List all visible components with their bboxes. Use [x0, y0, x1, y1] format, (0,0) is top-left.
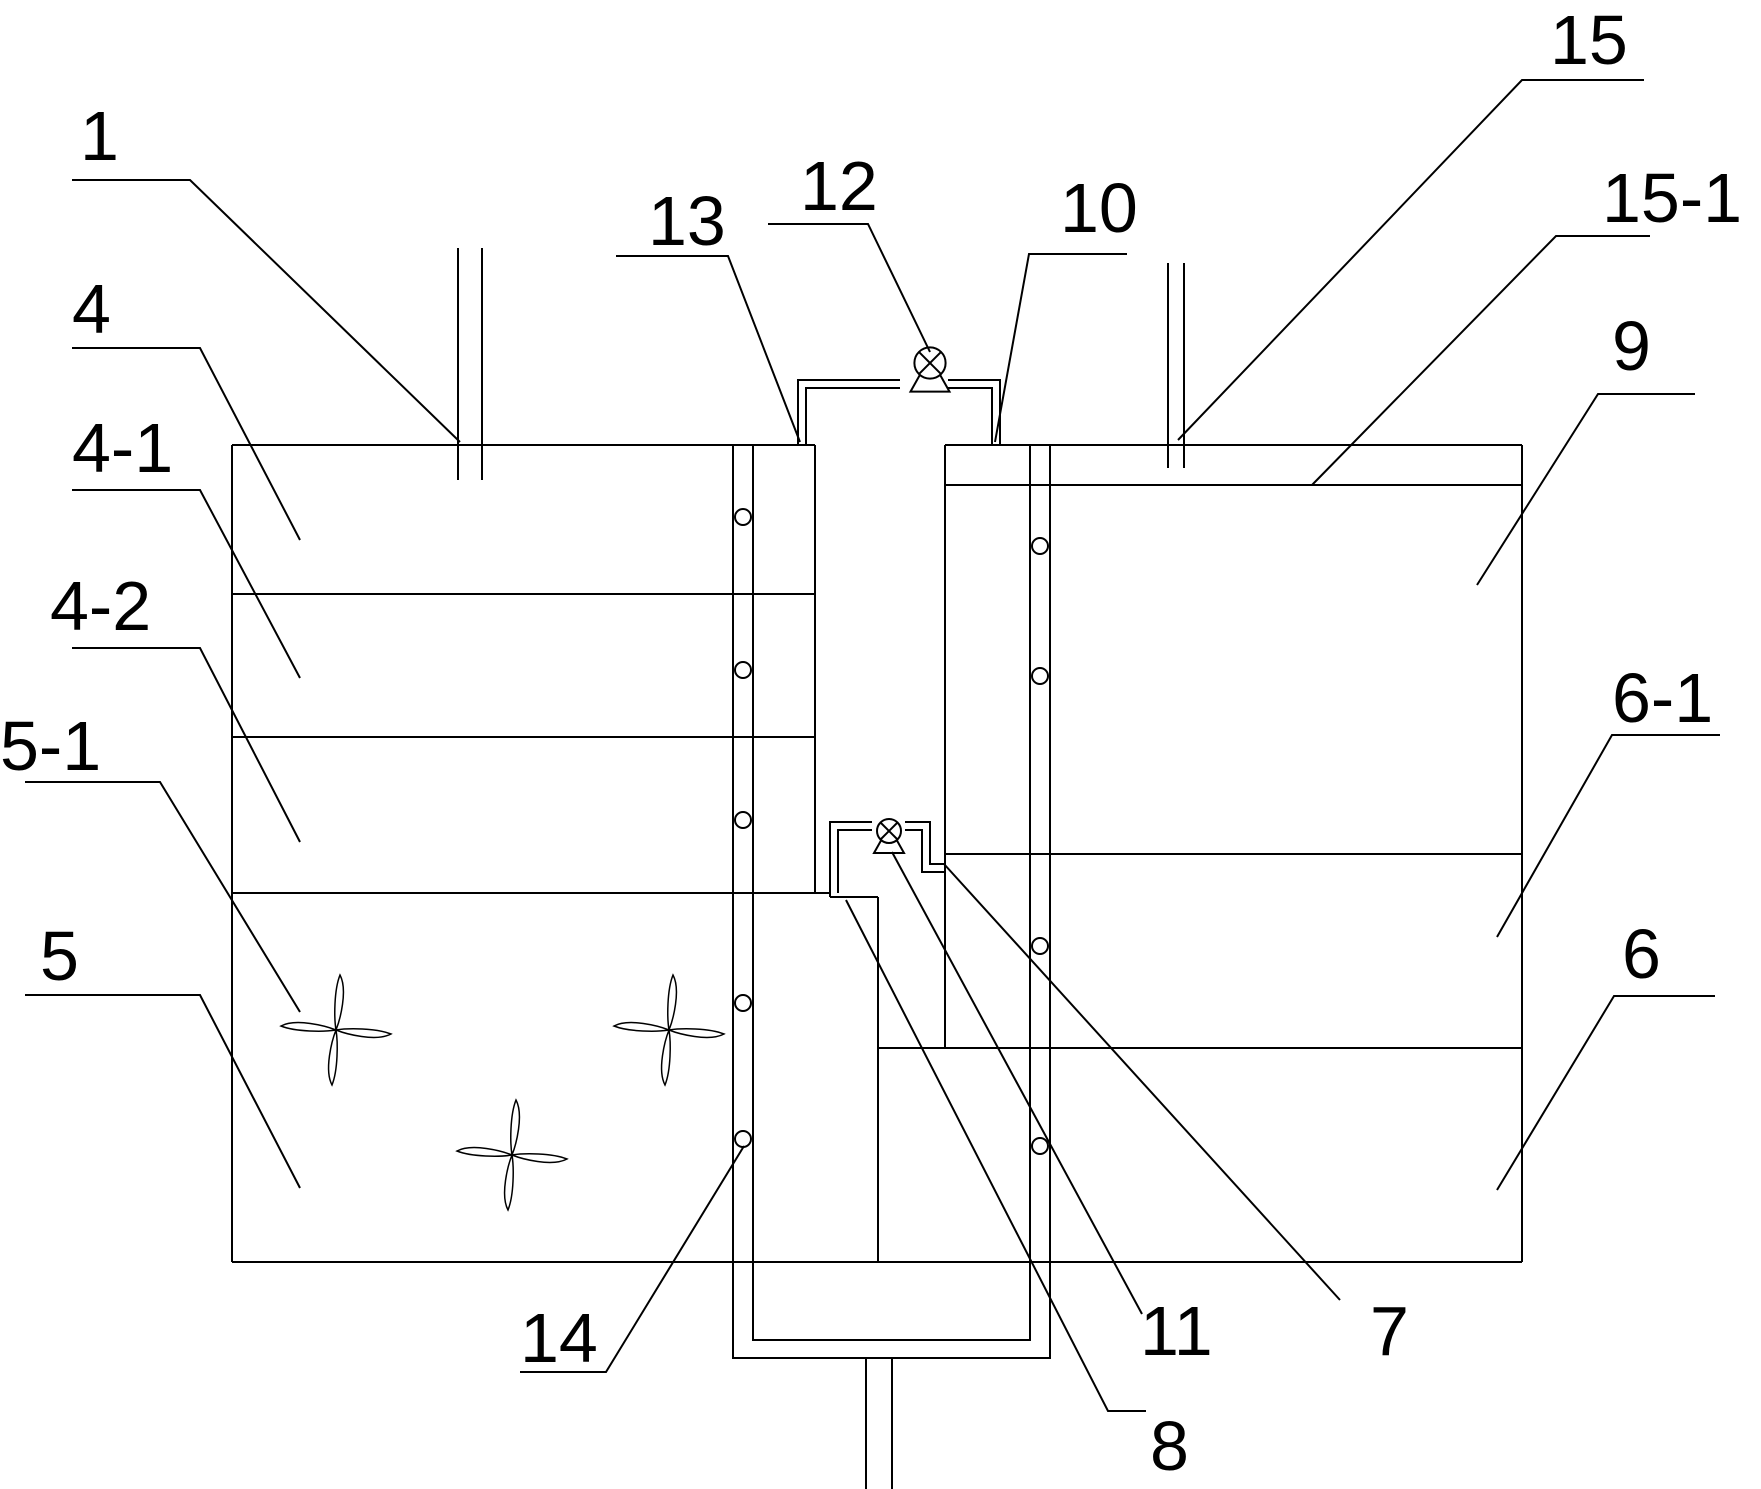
aeration-hole-icon [735, 1131, 751, 1147]
pipes [458, 248, 1184, 1489]
circulation-pipe-right-outer [948, 380, 1000, 445]
leader-11 [892, 852, 1142, 1314]
leader-5-1 [25, 782, 300, 1012]
leader-1 [72, 180, 460, 442]
impeller-icon [613, 974, 725, 1086]
leader-4 [72, 348, 300, 540]
aeration-hole-icon [1032, 538, 1048, 554]
label-14: 14 [520, 1299, 598, 1377]
pump-icon [873, 818, 905, 854]
leader-5 [25, 995, 300, 1188]
leader-4-1 [72, 490, 300, 678]
label-11: 11 [1140, 1292, 1213, 1370]
leader-12 [768, 224, 930, 352]
aeration-hole-icon [735, 812, 751, 828]
leader-6-1 [1497, 735, 1720, 937]
label-13: 13 [648, 182, 726, 260]
label-1: 1 [80, 97, 119, 175]
return-pipe-right-inner [905, 830, 945, 872]
circulation-pipe-right-inner [948, 388, 992, 445]
label-4: 4 [72, 270, 111, 348]
aeration-pipe-inner [753, 445, 1030, 1340]
leader-8 [846, 900, 1146, 1411]
aeration-pipe-outer [733, 445, 1050, 1358]
return-pipe-inner [838, 830, 872, 893]
label-15: 15 [1550, 1, 1628, 79]
label-6-1: 6-1 [1612, 659, 1713, 737]
label-12: 12 [800, 147, 878, 225]
label-9: 9 [1612, 307, 1651, 385]
circulation-pipe-outer [798, 380, 900, 445]
leader-10 [995, 254, 1127, 442]
leader-15 [1178, 80, 1644, 440]
circulation-pipe-inner [806, 388, 900, 445]
leader-7 [944, 864, 1340, 1300]
label-4-2: 4-2 [50, 567, 151, 645]
return-pipe-right-outer [905, 822, 945, 864]
label-8: 8 [1150, 1407, 1189, 1485]
leader-6 [1497, 996, 1715, 1190]
aeration-hole-icon [1032, 668, 1048, 684]
leader-14 [520, 1146, 744, 1372]
label-4-1: 4-1 [72, 409, 173, 487]
leader-4-2 [72, 648, 300, 842]
leader-9 [1477, 394, 1695, 585]
label-15-1: 15-1 [1602, 159, 1742, 237]
label-7: 7 [1370, 1292, 1409, 1370]
impeller-icon [280, 974, 392, 1086]
aeration-hole-icon [735, 509, 751, 525]
tank-structure [232, 445, 1522, 1262]
label-5-1: 5-1 [0, 707, 101, 785]
pump-icon [909, 346, 951, 393]
aeration-hole-icon [1032, 1138, 1048, 1154]
aeration-hole-icon [1032, 938, 1048, 954]
leader-lines [25, 80, 1720, 1411]
leader-15-1 [1312, 236, 1650, 485]
label-10: 10 [1060, 169, 1138, 247]
label-5: 5 [40, 917, 79, 995]
aeration-hole-icon [735, 662, 751, 678]
impeller-icon [456, 1099, 568, 1211]
aeration-hole-icon [735, 995, 751, 1011]
leader-13 [616, 256, 800, 442]
label-6: 6 [1622, 915, 1661, 993]
return-pipe-outer [830, 822, 872, 893]
